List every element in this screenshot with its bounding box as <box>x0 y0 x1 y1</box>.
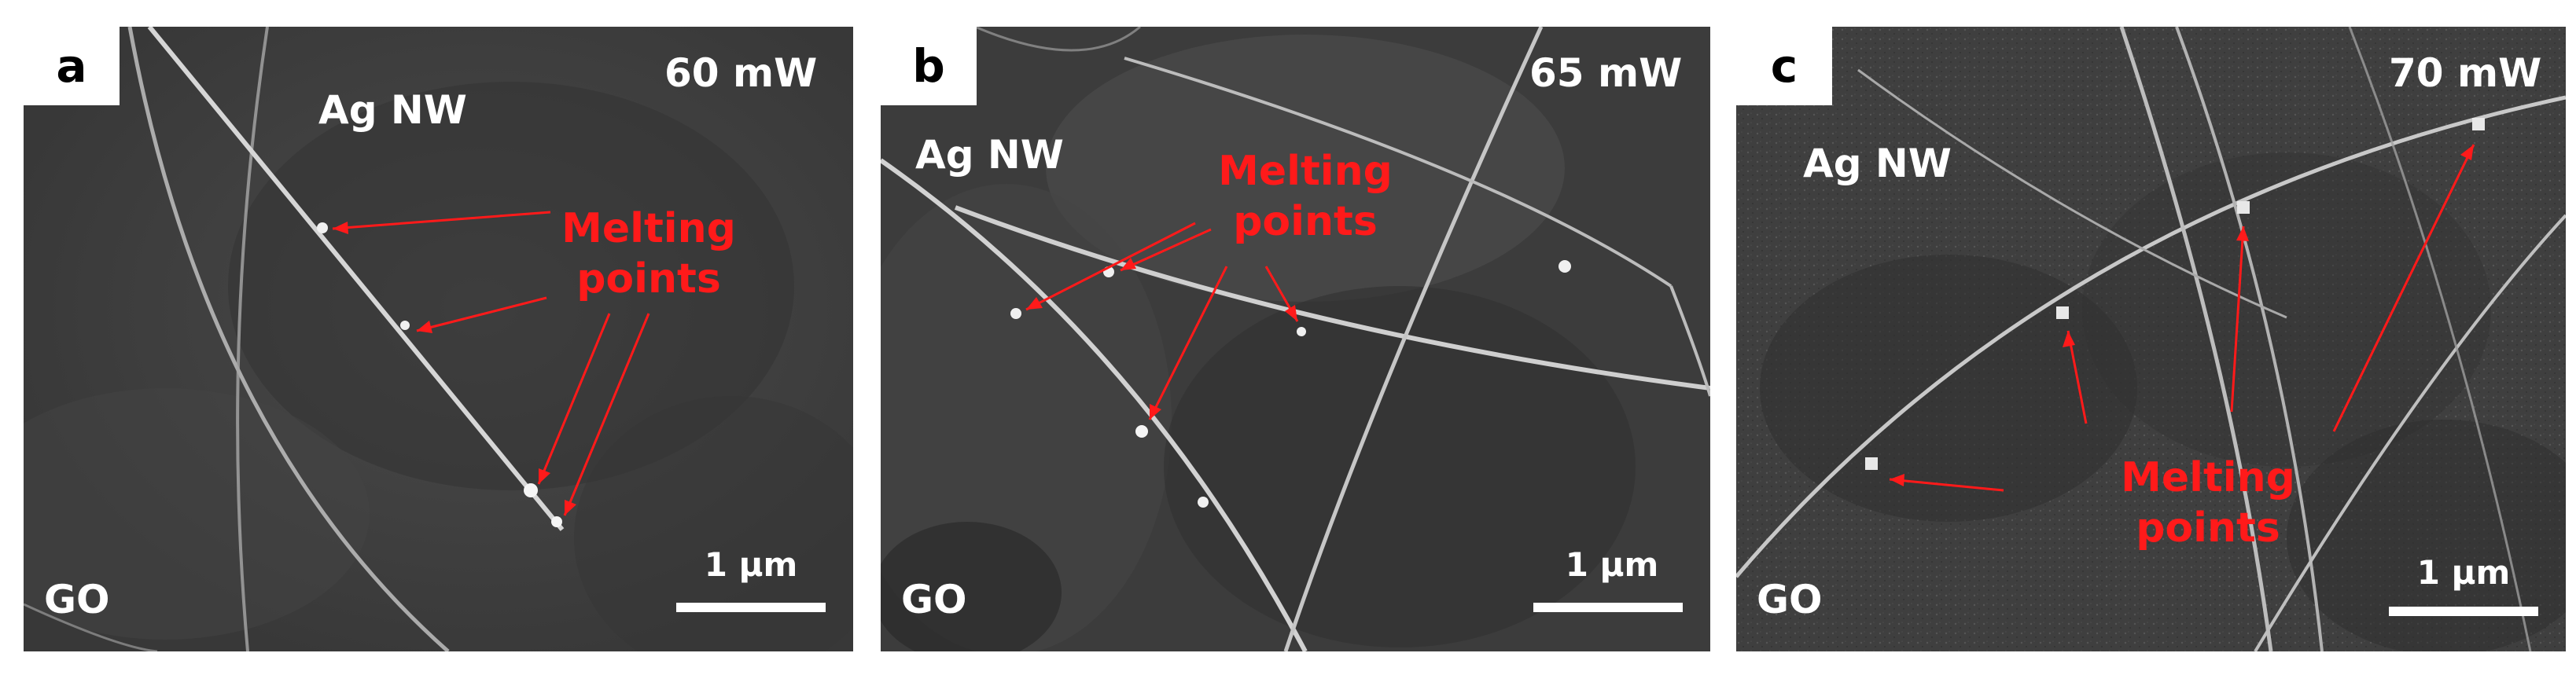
material-label: Ag NW <box>915 132 1064 178</box>
scale-bar <box>2389 607 2538 616</box>
panel-letter: c <box>1736 27 1832 105</box>
scale-bar-label: 1 µm <box>2416 553 2511 592</box>
annotation-melting-points: Melting points <box>543 204 755 304</box>
substrate-label: GO <box>901 577 967 622</box>
scale-bar <box>676 603 826 612</box>
laser-power-label: 65 mW <box>1529 50 1683 96</box>
annotation-line-1: Melting <box>1218 148 1393 195</box>
annotation-line-1: Melting <box>561 205 736 252</box>
material-label: Ag NW <box>1803 141 1952 186</box>
substrate-label: GO <box>1757 577 1823 622</box>
laser-power-label: 70 mW <box>2389 50 2542 96</box>
annotation-line-2: points <box>1233 198 1378 245</box>
material-label: Ag NW <box>318 87 467 133</box>
scale-bar <box>1533 603 1683 612</box>
scale-bar-label: 1 µm <box>1565 545 1659 584</box>
panel-letter: a <box>24 27 120 105</box>
sem-image-c <box>1736 27 2566 651</box>
annotation-melting-points: Melting points <box>1199 146 1411 247</box>
annotation-melting-points: Melting points <box>2121 454 2295 552</box>
panel-a: a 60 mW Ag NW Melting points GO 1 µm <box>24 27 853 651</box>
scale-bar-label: 1 µm <box>704 545 798 584</box>
panel-letter: b <box>881 27 977 105</box>
substrate-label: GO <box>44 577 110 622</box>
laser-power-label: 60 mW <box>664 50 818 96</box>
panel-c: c 70 mW Ag NW Melting points GO 1 µm <box>1736 27 2566 651</box>
sem-image-b <box>881 27 1710 651</box>
panel-b: b 65 mW Ag NW Melting points GO 1 µm <box>881 27 1710 651</box>
annotation-line-2: points <box>576 255 721 303</box>
sem-image-a <box>24 27 853 651</box>
